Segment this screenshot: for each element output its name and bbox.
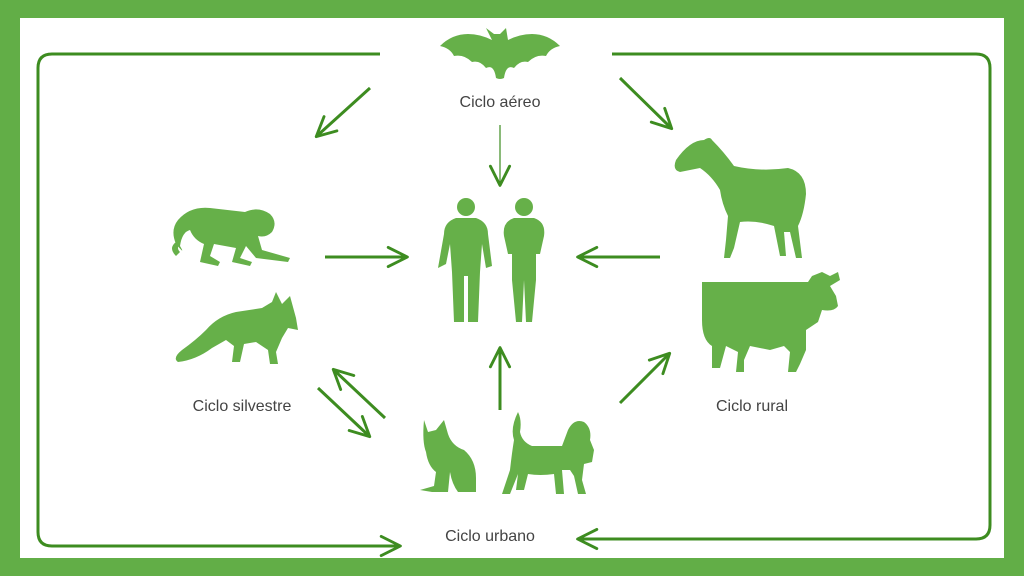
outer-loop-right-arrow xyxy=(576,52,992,551)
woman-icon xyxy=(503,198,545,322)
horse-icon xyxy=(674,138,806,258)
urbano-to-silvestre-arrow xyxy=(331,367,387,420)
ciclo-rural-label: Ciclo rural xyxy=(715,398,789,415)
bat-icon xyxy=(440,28,560,79)
cow-icon xyxy=(702,272,840,372)
ciclo-urbano-label: Ciclo urbano xyxy=(445,528,535,545)
bat-to-rural-arrow xyxy=(618,76,674,131)
urbano-to-rural-arrow xyxy=(618,351,672,405)
dog-icon xyxy=(502,412,594,494)
man-icon xyxy=(438,198,492,322)
cat-icon xyxy=(420,420,476,492)
monkey-icon xyxy=(172,207,290,266)
ciclo-aereo-label: Ciclo aéreo xyxy=(459,94,541,111)
outer-loop-left-arrow xyxy=(36,52,402,558)
ciclo-silvestre-label: Ciclo silvestre xyxy=(192,398,292,415)
silvestre-to-urbano-arrow xyxy=(316,386,372,439)
bat-to-silvestre-arrow xyxy=(314,86,372,139)
fox-icon xyxy=(175,292,298,364)
